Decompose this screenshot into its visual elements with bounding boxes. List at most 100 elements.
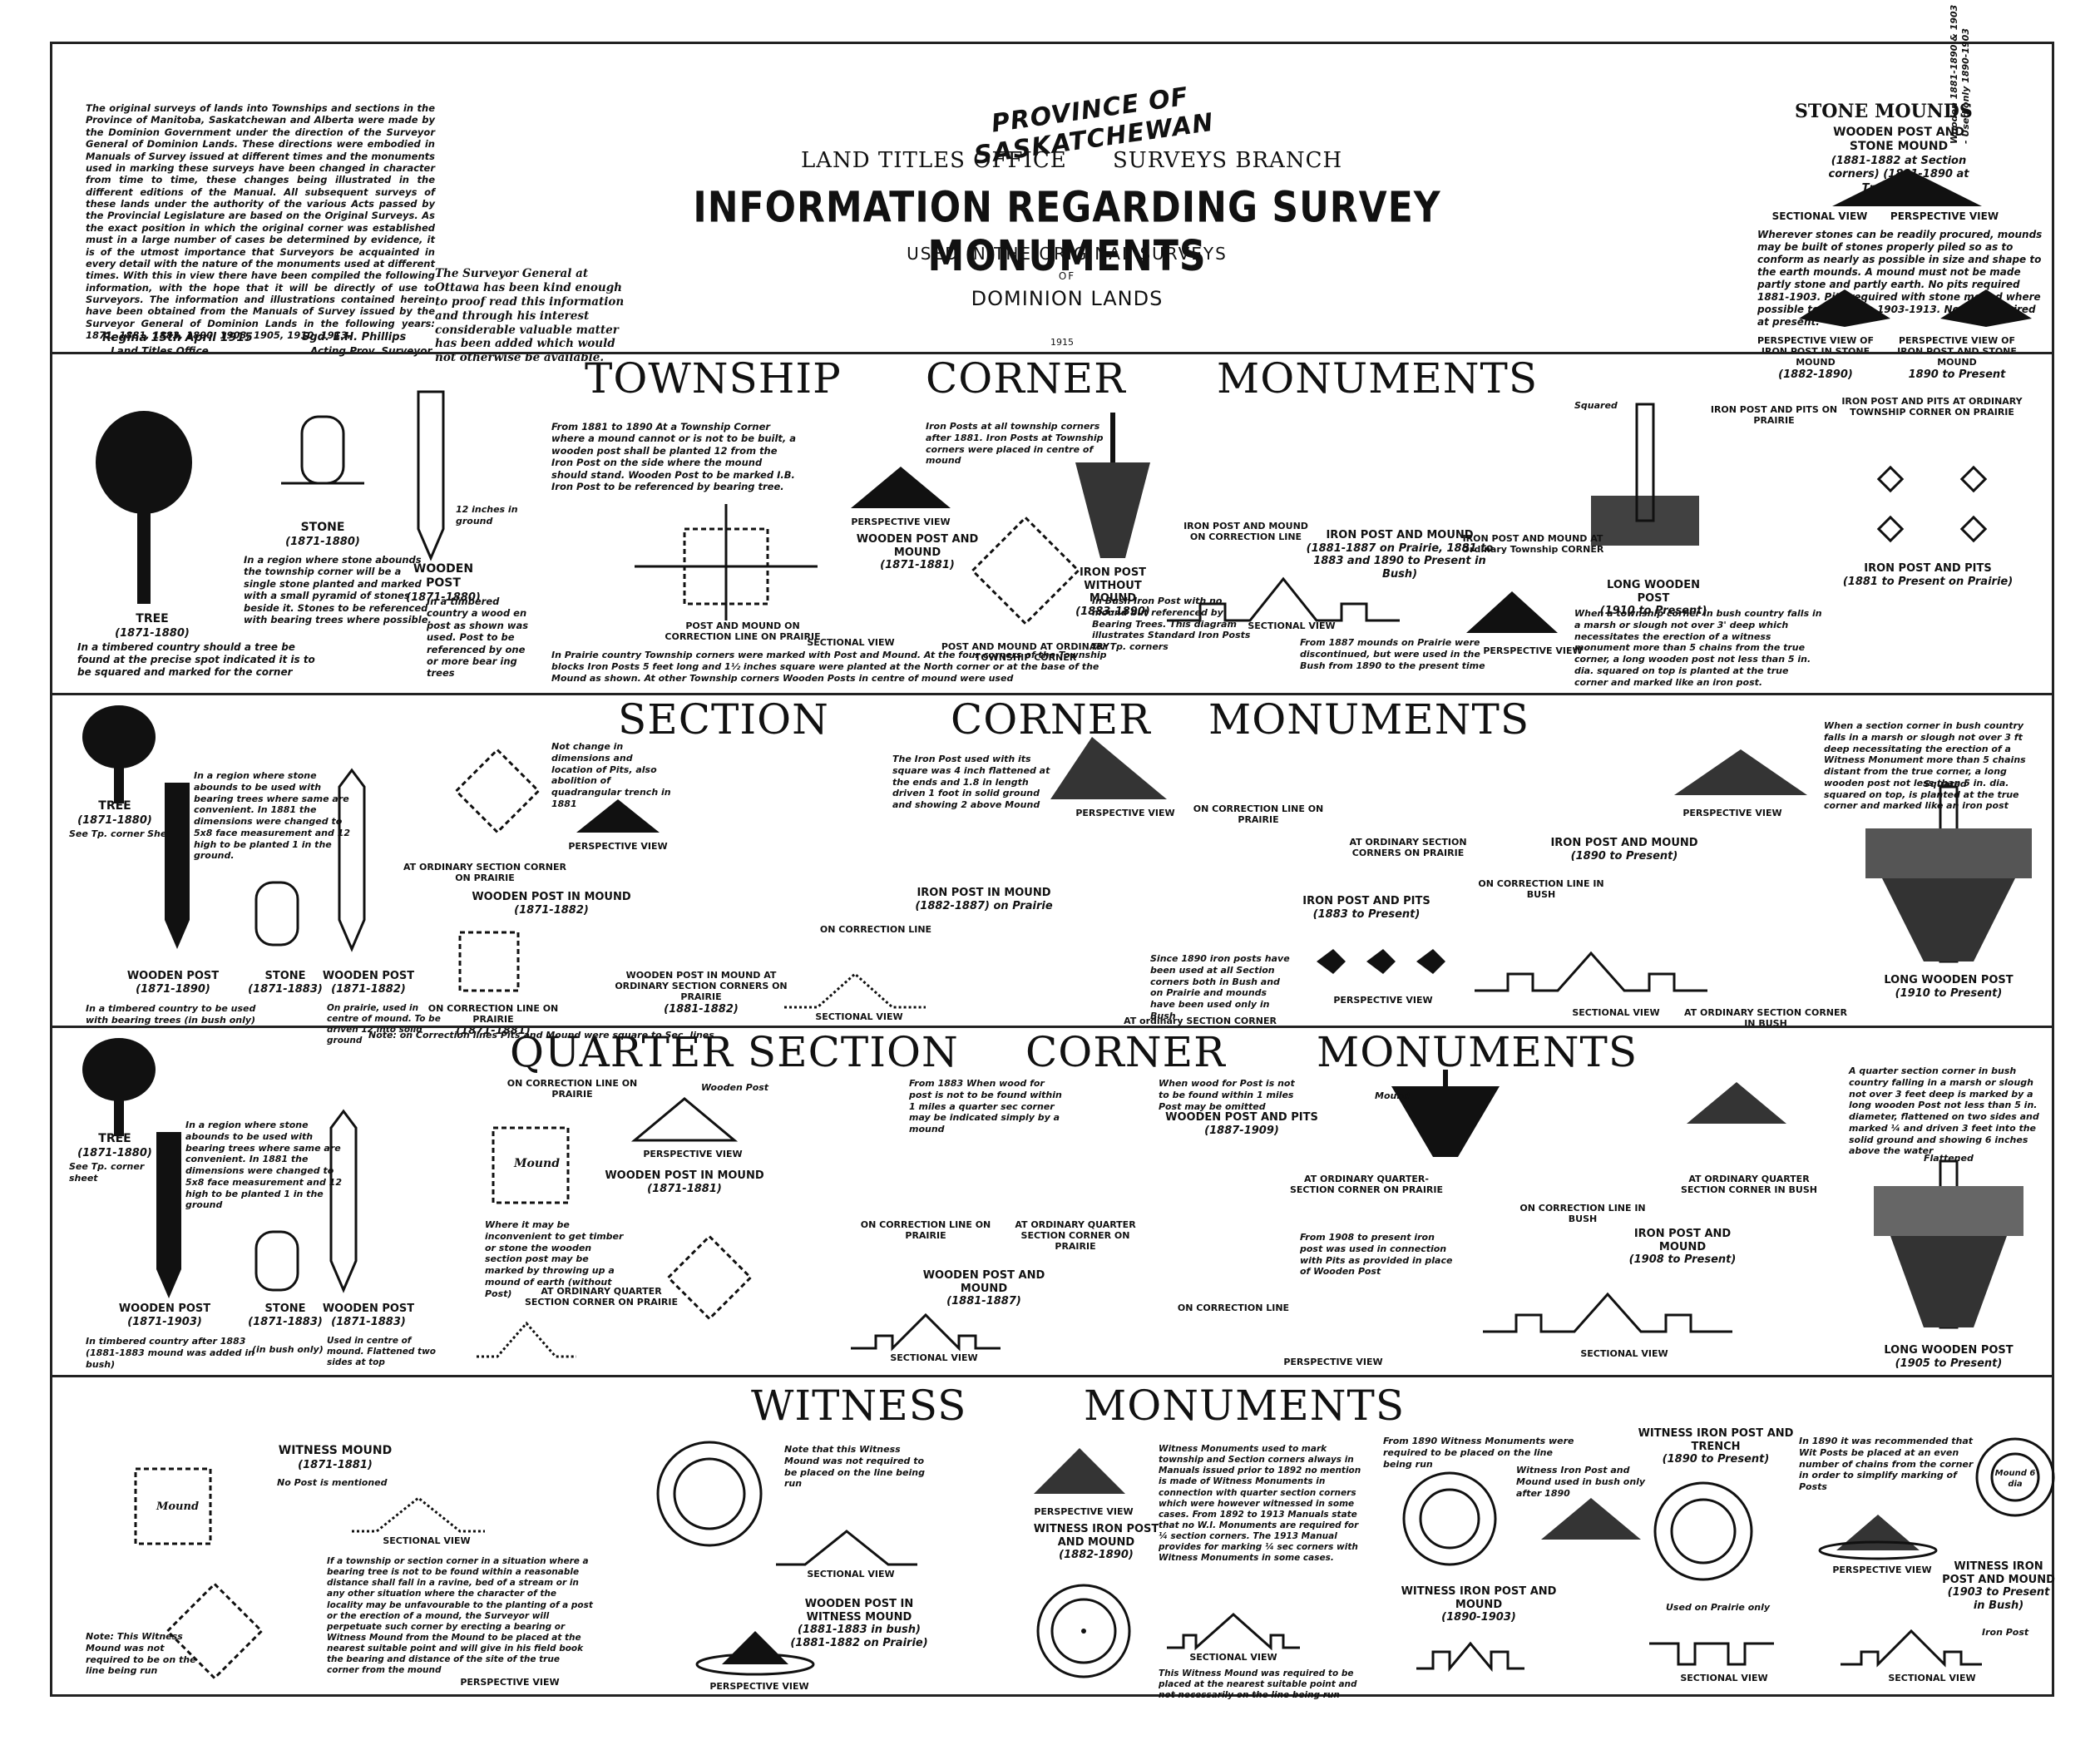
- witness-wipm2-persp: [1541, 1498, 1641, 1540]
- witness-mound6-text: Mound 6 dia: [1994, 1469, 2036, 1489]
- stone-side-note: Wooden 1881-1890 & 1903 - Used only 1890…: [1949, 4, 1971, 144]
- quarter-tree-note: See Tp. corner sheet: [69, 1161, 145, 1184]
- section-stone-icon: [254, 881, 299, 947]
- quarter-sectional-label: SECTIONAL VIEW: [890, 1352, 978, 1363]
- section-wooden-post-icon: [165, 783, 190, 949]
- section-ord-diagram: [454, 748, 541, 834]
- header-band: The original surveys of lands into Towns…: [52, 5, 2052, 381]
- township-lwp-label: LONG WOODEN POST(1910 to Present): [1599, 579, 1707, 618]
- witness-persp3-label: PERSPECTIVE VIEW: [1034, 1506, 1134, 1517]
- quarter-ipm-label: IRON POST AND MOUND(1908 to Present): [1628, 1228, 1737, 1267]
- witness-wm-label: WITNESS MOUND(1871-1881): [278, 1444, 393, 1471]
- section-stone-label: STONE(1871-1883): [248, 970, 323, 996]
- witness-wipm3-plan: [1975, 1437, 2055, 1517]
- section-sectional: [784, 971, 926, 1009]
- section-iron-persp-label: PERSPECTIVE VIEW: [1075, 808, 1175, 818]
- witness-1890-note: From 1890 Witness Monuments were require…: [1383, 1436, 1574, 1470]
- witness-sectional3-label: SECTIONAL VIEW: [1189, 1652, 1277, 1663]
- witness-sectional2-label: SECTIONAL VIEW: [807, 1569, 895, 1579]
- quarter-iron-section: [1391, 1070, 1500, 1157]
- section-heading-3: MONUMENTS: [1208, 695, 1530, 744]
- witness-prairie-only: Used on Prairie only: [1666, 1602, 1771, 1613]
- witness-band: WITNESS MONUMENTS Mound WITNESS MOUND(18…: [52, 1375, 2055, 1700]
- quarter-band: QUARTER SECTION CORNER MONUMENTS TREE(18…: [52, 1026, 2052, 1375]
- witness-mound-text: Mound: [156, 1500, 200, 1513]
- stone-persp-diagrams: [1799, 289, 2032, 327]
- quarter-stone-label: STONE(1871-1883): [248, 1303, 323, 1328]
- quarter-heading-2: CORNER: [1025, 1028, 1226, 1076]
- township-squared-label: Squared: [1574, 400, 1618, 411]
- section-corr-line-prairie-label: ON CORRECTION LINE ON PRAIRIE: [1193, 803, 1324, 826]
- township-ipm-corr-label: IRON POST AND MOUND ON CORRECTION LINE: [1183, 521, 1308, 543]
- quarter-flattened-label: Flattened: [1924, 1153, 1974, 1164]
- township-heading-2: CORNER: [926, 354, 1126, 403]
- witness-wipm3-sectional: [1841, 1629, 1982, 1668]
- section-bush-sectional-label: SECTIONAL VIEW: [1572, 1007, 1660, 1018]
- township-pits-ord-label: IRON POST AND PITS AT ORDINARY TOWNSHIP …: [1841, 396, 2023, 418]
- section-persp-label: PERSPECTIVE VIEW: [568, 841, 668, 852]
- township-persp-mound: [851, 467, 951, 508]
- witness-wipm-label: WITNESS IRON POST AND MOUND(1882-1890): [1033, 1523, 1159, 1562]
- witness-persp2-label: PERSPECTIVE VIEW: [709, 1681, 809, 1692]
- township-wpm-label: WOODEN POST AND MOUND(1871-1881): [856, 533, 979, 572]
- quarter-stone-note: (in bush only): [252, 1344, 324, 1355]
- witness-persp4-label: PERSPECTIVE VIEW: [1832, 1565, 1932, 1575]
- witness-sectional4-label: SECTIONAL VIEW: [1680, 1673, 1768, 1683]
- section-wpm-label: WOODEN POST IN MOUND(1871-1882): [472, 891, 631, 917]
- section-tree-label: TREE(1871-1880): [77, 799, 152, 827]
- quarter-bush-sectional: [1483, 1292, 1732, 1333]
- township-persp-label: PERSPECTIVE VIEW: [851, 517, 951, 527]
- stone-perspective-label: PERSPECTIVE VIEW: [1890, 210, 1999, 222]
- township-ipm-persp: [1466, 591, 1558, 633]
- office-right: SURVEYS BRANCH: [1113, 148, 1343, 173]
- witness-sectional5-label: SECTIONAL VIEW: [1888, 1673, 1976, 1683]
- section-lwp-note: When a section corner in bush country fa…: [1824, 720, 2026, 812]
- stone-mounds-title: STONE MOUNDS: [1795, 101, 1973, 122]
- witness-wipm-sectional: [1167, 1612, 1300, 1651]
- witness-wpwm-sectional: [776, 1530, 917, 1566]
- quarter-ord-prairie-label: AT ORDINARY QUARTER SECTION CORNER ON PR…: [524, 1286, 678, 1308]
- township-lwp-note: When a township corner in bush country f…: [1574, 608, 1822, 688]
- section-iron-note: The Iron Post used with its square was 4…: [892, 754, 1050, 810]
- section-heading-1: SECTION: [618, 695, 829, 744]
- section-ipm2-persp: [1674, 749, 1807, 795]
- section-sectional-label: SECTIONAL VIEW: [815, 1011, 903, 1022]
- section-on-corr-label: ON CORRECTION LINE: [819, 924, 932, 935]
- quarter-ord-qs-prairie-label: AT ORDINARY QUARTER-SECTION CORNER ON PR…: [1289, 1174, 1443, 1196]
- witness-persp-mound: [695, 1631, 815, 1676]
- witness-wipm2-sectional: [1416, 1641, 1524, 1673]
- witness-heading-2: MONUMENTS: [1084, 1382, 1406, 1430]
- section-ipm2-label: IRON POST AND MOUND(1890 to Present): [1550, 837, 1698, 863]
- witness-wipt-plan: [1653, 1481, 1753, 1581]
- subtitle-3: DOMINION LANDS: [971, 287, 1164, 310]
- signature-place: Regina 15th April 1915: [102, 331, 253, 344]
- stamp: 1915: [1050, 337, 1074, 348]
- section-band: SECTION CORNER MONUMENTS TREE(1871-1880)…: [52, 693, 2052, 1046]
- section-ipm-label: IRON POST IN MOUND(1882-1887) on Prairie: [915, 887, 1053, 912]
- quarter-persp-label: PERSPECTIVE VIEW: [643, 1149, 743, 1159]
- witness-wpwm-label: WOODEN POST IN WITNESS MOUND(1881-1883 i…: [790, 1598, 928, 1649]
- township-ipm-ord-label: IRON POST AND MOUND AT Ordinary Township…: [1461, 533, 1604, 556]
- witness-wipm3-label: WITNESS IRON POST AND MOUND(1903 to Pres…: [1942, 1560, 2055, 1612]
- quarter-wpm2-label: WOODEN POST AND MOUND(1881-1887): [922, 1269, 1045, 1308]
- quarter-region-note: In a region where stone abounds to be us…: [185, 1120, 342, 1211]
- witness-mound-circle: [1402, 1471, 1497, 1566]
- section-wpost2-label: WOODEN POST(1871-1882): [322, 970, 415, 996]
- township-ipm-section: [1167, 576, 1400, 622]
- wooden-post-icon: [417, 390, 445, 561]
- intro-text: The original surveys of lands into Towns…: [86, 102, 435, 342]
- quarter-wpost2-note: Used in centre of mound. Flattened two s…: [327, 1336, 436, 1368]
- section-iron-persp: [1050, 737, 1167, 799]
- witness-wipm2-label-text: Witness Iron Post and Mound used in bush…: [1516, 1465, 1646, 1499]
- witness-bottom-note: This Witness Mound was required to be pl…: [1159, 1668, 1357, 1701]
- township-pits-label: IRON POST AND PITS(1881 to Present on Pr…: [1842, 562, 2014, 588]
- witness-wm-body: If a township or section corner in a sit…: [327, 1556, 593, 1676]
- quarter-wpost-label: WOODEN POST(1871-1903): [118, 1303, 211, 1328]
- section-region-note: In a region where stone abounds to be us…: [194, 770, 350, 862]
- township-heading-1: TOWNSHIP: [585, 354, 842, 403]
- quarter-mound-label: Mound: [1375, 1090, 1411, 1101]
- stone-icon: [281, 415, 364, 485]
- section-tree-note: See Tp. corner Sheet: [69, 828, 178, 839]
- quarter-bush-sectional-label: SECTIONAL VIEW: [1580, 1348, 1668, 1359]
- township-post-dims: 12 inches in ground: [456, 504, 518, 526]
